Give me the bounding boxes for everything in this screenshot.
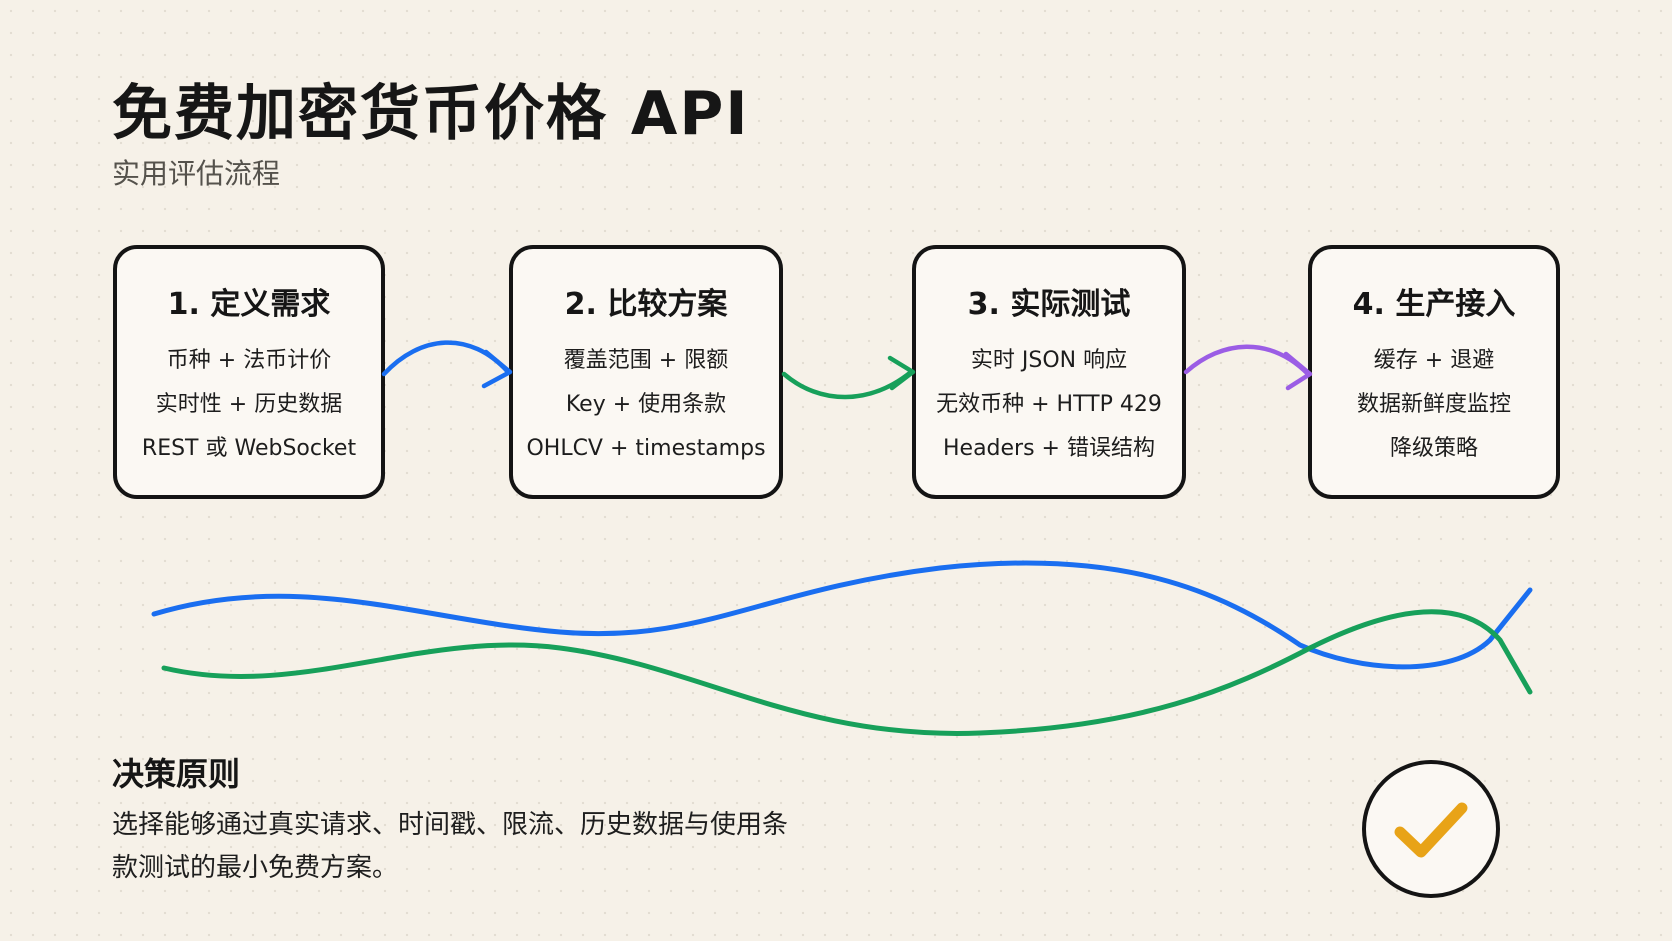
step-detail: 数据新鲜度监控 (1356, 392, 1511, 417)
principle-text: 选择能够通过真实请求、时间戳、限流、历史数据与使用条款测试的最小免费方案。 (112, 810, 789, 883)
page-subtitle: 实用评估流程 (112, 157, 281, 190)
step-card-production-integration: 4. 生产接入 缓存 + 退避 数据新鲜度监控 降级策略 (1308, 245, 1560, 499)
principle-heading: 决策原则 (112, 755, 241, 793)
step-title: 4. 生产接入 (1352, 287, 1516, 322)
step-card-define-requirements: 1. 定义需求 币种 + 法币计价 实时性 + 历史数据 REST 或 WebS… (113, 245, 385, 499)
curved-arrow-icon (1183, 344, 1313, 391)
step-detail: 币种 + 法币计价 (166, 348, 332, 373)
step-detail: 无效币种 + HTTP 429 (936, 392, 1162, 417)
step-detail: 缓存 + 退避 (1373, 348, 1495, 373)
step-title: 3. 实际测试 (967, 287, 1131, 322)
curved-arrow-icon (381, 340, 513, 389)
check-badge (1362, 760, 1500, 898)
step-detail: Key + 使用条款 (565, 392, 727, 417)
step-detail: 降级策略 (1389, 436, 1478, 461)
step-title: 1. 定义需求 (167, 287, 331, 322)
step-detail: 实时 JSON 响应 (970, 348, 1128, 373)
wave-line-blue (151, 560, 1533, 670)
page-title: 免费加密货币价格 API (112, 79, 750, 149)
wave-line-green (161, 609, 1533, 736)
step-detail: REST 或 WebSocket (141, 436, 357, 461)
step-title: 2. 比较方案 (564, 287, 728, 322)
checkmark-icon (1394, 802, 1468, 858)
step-card-compare-options: 2. 比较方案 覆盖范围 + 限额 Key + 使用条款 OHLCV + tim… (509, 245, 783, 499)
step-card-real-testing: 3. 实际测试 实时 JSON 响应 无效币种 + HTTP 429 Heade… (912, 245, 1186, 499)
curved-arrow-icon (781, 355, 916, 400)
step-detail: OHLCV + timestamps (526, 436, 766, 461)
step-detail: Headers + 错误结构 (943, 436, 1155, 461)
step-detail: 覆盖范围 + 限额 (563, 348, 729, 373)
step-detail: 实时性 + 历史数据 (155, 392, 343, 417)
